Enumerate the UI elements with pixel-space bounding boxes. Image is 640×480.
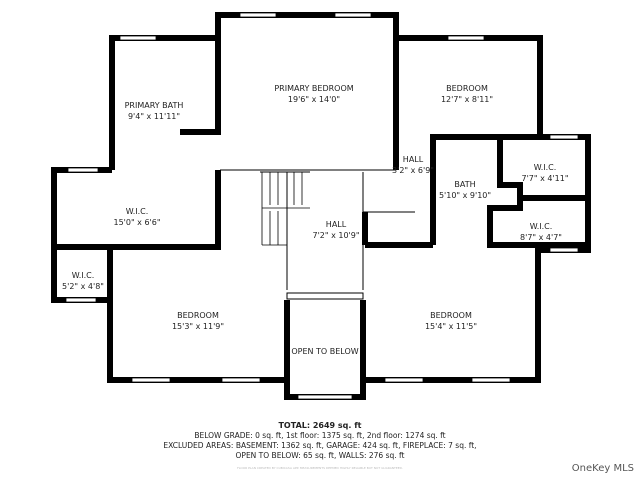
room-dims: 8'7" x 4'7": [520, 233, 562, 242]
room-primary-bedroom: PRIMARY BEDROOM 19'6" x 14'0": [274, 83, 353, 105]
room-name: PRIMARY BATH: [124, 101, 184, 110]
room-name: OPEN TO BELOW: [291, 347, 359, 356]
room-dims: 12'7" x 8'11": [440, 95, 494, 104]
disclaimer: FLOOR PLAN CREATED BY CUBICASA APP. MEAS…: [237, 466, 403, 470]
room-dims: 7'2" x 10'9": [312, 231, 360, 240]
room-wic-west: W.I.C. 15'0" x 6'6": [113, 206, 160, 228]
room-dims: 15'4" x 11'5": [424, 322, 478, 331]
room-dims: 19'6" x 14'0": [287, 95, 341, 104]
room-name: HALL: [325, 220, 347, 229]
room-dims: 15'0" x 6'6": [113, 218, 161, 227]
room-wic-east: W.I.C. 7'7" x 4'11": [521, 162, 568, 184]
room-name: BEDROOM: [446, 84, 488, 93]
room-open-to-below: OPEN TO BELOW: [291, 346, 358, 357]
summary-line-1: BELOW GRADE: 0 sq. ft, 1st floor: 1375 s…: [194, 431, 446, 440]
room-hall-center: HALL 7'2" x 10'9": [312, 219, 359, 241]
room-primary-bath: PRIMARY BATH 9'4" x 11'11": [125, 100, 184, 122]
total-area: TOTAL: 2649 sq. ft: [278, 421, 362, 430]
room-dims: 5'2" x 4'8": [62, 282, 104, 291]
room-dims: 7'7" x 4'11": [521, 174, 569, 183]
summary-line-2: EXCLUDED AREAS: BASEMENT: 1362 sq. ft, G…: [163, 441, 477, 450]
room-name: BATH: [454, 180, 476, 189]
room-bedroom-ne: BEDROOM 12'7" x 8'11": [441, 83, 493, 105]
room-wic-se: W.I.C. 8'7" x 4'7": [520, 221, 562, 243]
room-name: W.I.C.: [529, 222, 553, 231]
room-dims: 5'10" x 9'10": [438, 191, 492, 200]
room-dims: 15'3" x 11'9": [171, 322, 225, 331]
watermark: OneKey MLS: [571, 463, 634, 474]
room-dims: 9'4" x 11'11": [127, 112, 181, 121]
room-name: BEDROOM: [430, 311, 472, 320]
room-dims: 3'2" x 6'9": [392, 166, 434, 175]
room-hall-upper: HALL 3'2" x 6'9": [392, 154, 434, 176]
room-bedroom-se: BEDROOM 15'4" x 11'5": [425, 310, 477, 332]
room-wic-sw: W.I.C. 5'2" x 4'8": [62, 270, 104, 292]
room-bedroom-sw: BEDROOM 15'3" x 11'9": [172, 310, 224, 332]
room-bath: BATH 5'10" x 9'10": [439, 179, 491, 201]
summary-line-3: OPEN TO BELOW: 65 sq. ft, WALLS: 276 sq.…: [235, 451, 405, 460]
thin-walls: [220, 169, 415, 300]
room-name: W.I.C.: [533, 163, 557, 172]
room-name: W.I.C.: [71, 271, 95, 280]
stairs: [261, 172, 310, 246]
room-name: HALL: [402, 155, 424, 164]
room-name: BEDROOM: [177, 311, 219, 320]
windows: [65, 12, 579, 400]
room-name: PRIMARY BEDROOM: [274, 84, 354, 93]
room-name: W.I.C.: [125, 207, 149, 216]
